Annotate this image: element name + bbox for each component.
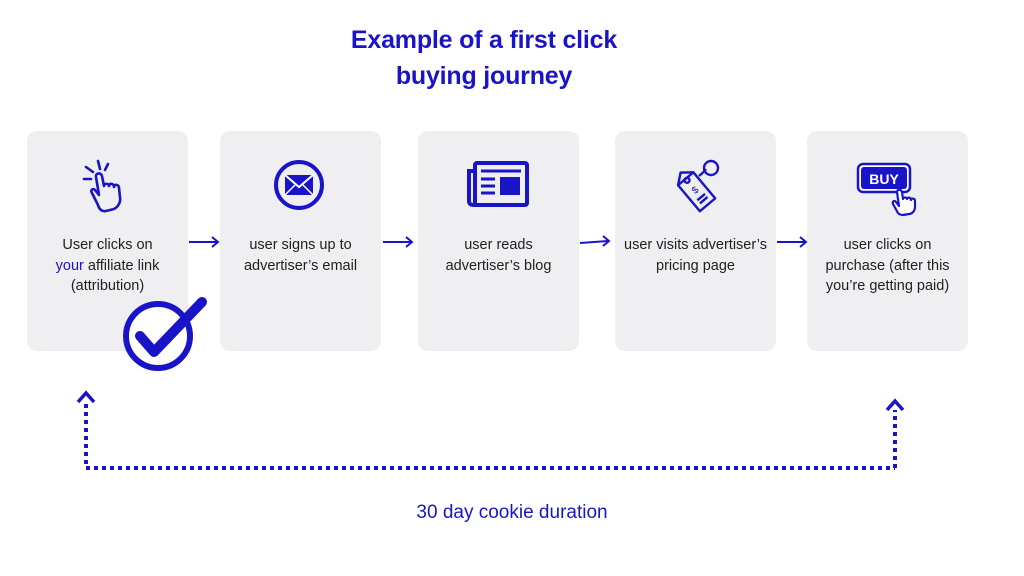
step-5-text: user clicks on purchase (after this you’… [825, 237, 950, 294]
step-1-text-post: affiliate link (attribution) [70, 257, 160, 295]
arrow-3-icon [579, 235, 611, 247]
step-2-text: user signs up to advertiser’s email [243, 237, 358, 274]
bracket-arrow-right-icon [885, 398, 905, 412]
buy-button-icon: BUY [807, 155, 968, 219]
click-hand-icon [27, 155, 188, 219]
arrow-2-icon [383, 236, 414, 248]
bracket-arrow-left-icon [76, 390, 96, 404]
newspaper-icon [418, 155, 579, 219]
step-1-text-pre: User clicks on [62, 237, 153, 253]
step-1-text: User clicks on your affiliate link (attr… [35, 235, 180, 297]
price-tag-icon: $ [615, 155, 776, 219]
step-3-text: user reads advertiser’s blog [445, 237, 552, 274]
title-line-1: Example of a first click [350, 26, 618, 54]
step-card-5: BUY user clicks on purchase (after this … [807, 131, 968, 351]
step-4-text: user visits advertiser’s pricing page [624, 237, 767, 274]
title-line-2: buying journey [395, 62, 573, 90]
envelope-icon [220, 155, 381, 219]
diagram-title: Example of a first click buying journey [0, 22, 968, 94]
checkmark-icon [123, 297, 207, 371]
step-card-3: user reads advertiser’s blog [418, 131, 579, 351]
step-card-2: user signs up to advertiser’s email [220, 131, 381, 351]
price-tag-label: $ [690, 184, 702, 196]
buy-label: BUY [869, 171, 899, 187]
step-1-highlight: your [55, 257, 84, 274]
arrow-4-icon [777, 236, 808, 248]
arrow-1-icon [189, 236, 220, 248]
step-card-4: $ user visits advertiser’s pricing page [615, 131, 776, 351]
cookie-duration-caption: 30 day cookie duration [416, 502, 608, 523]
